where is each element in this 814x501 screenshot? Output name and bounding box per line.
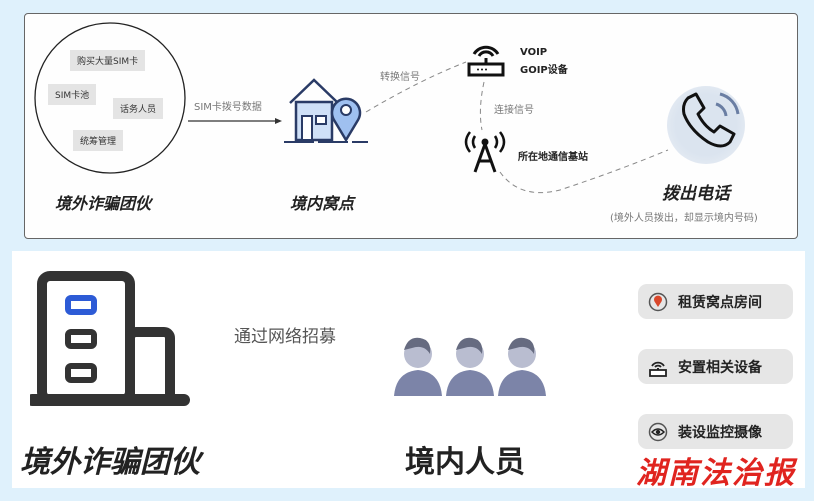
task-install-equipment: 安置相关设备 <box>638 349 793 384</box>
device-label-voip: VOIP <box>520 47 548 58</box>
router-icon <box>648 357 668 377</box>
convert-signal-label: 转换信号 <box>380 72 420 83</box>
circle-item: SIM卡池 <box>48 84 97 105</box>
person-icon <box>446 337 494 396</box>
watermark-logo: 湖南法治报 <box>636 456 796 491</box>
signal-tower-icon <box>464 131 506 173</box>
base-station-label: 所在地通信基站 <box>518 152 588 163</box>
location-pin-icon <box>648 292 668 312</box>
building-icon <box>30 271 190 406</box>
task-label: 装设监控摄像 <box>678 424 762 441</box>
connect-signal-label: 连接信号 <box>494 105 534 116</box>
device-label-goip: GOIP设备 <box>520 65 568 76</box>
circle-item: 购买大量SIM卡 <box>70 50 146 71</box>
domestic-people-title: 境内人员 <box>405 445 525 480</box>
circle-item: 话务人员 <box>113 98 164 119</box>
fraud-group-title: 境外诈骗团伙 <box>20 445 200 480</box>
arrowhead-icon <box>275 118 282 124</box>
person-icon <box>498 337 546 396</box>
phone-call-icon <box>682 92 740 148</box>
task-rent-den: 租赁窝点房间 <box>638 284 793 319</box>
task-label: 租赁窝点房间 <box>678 294 762 311</box>
dashed-call-line <box>499 149 669 194</box>
dial-out-note: (境外人员拨出，却显示境内号码) <box>610 213 758 224</box>
house-location-icon <box>284 78 368 143</box>
person-icon <box>394 337 442 396</box>
fraud-group-label: 境外诈骗团伙 <box>55 194 152 213</box>
router-icon <box>467 45 505 77</box>
recruit-label: 通过网络招募 <box>234 327 336 347</box>
task-install-camera: 装设监控摄像 <box>638 414 793 449</box>
dashed-connect-line <box>479 81 485 131</box>
dial-out-label: 拨出电话 <box>662 184 730 204</box>
den-label: 境内窝点 <box>290 194 355 213</box>
people-icon <box>394 337 546 396</box>
eye-icon <box>648 422 668 442</box>
circle-item: 统筹管理 <box>73 130 124 151</box>
sim-data-label: SIM卡拨号数据 <box>194 102 262 113</box>
task-label: 安置相关设备 <box>678 359 762 376</box>
dashed-convert-line <box>365 61 467 113</box>
fraud-group-circle <box>34 22 186 174</box>
